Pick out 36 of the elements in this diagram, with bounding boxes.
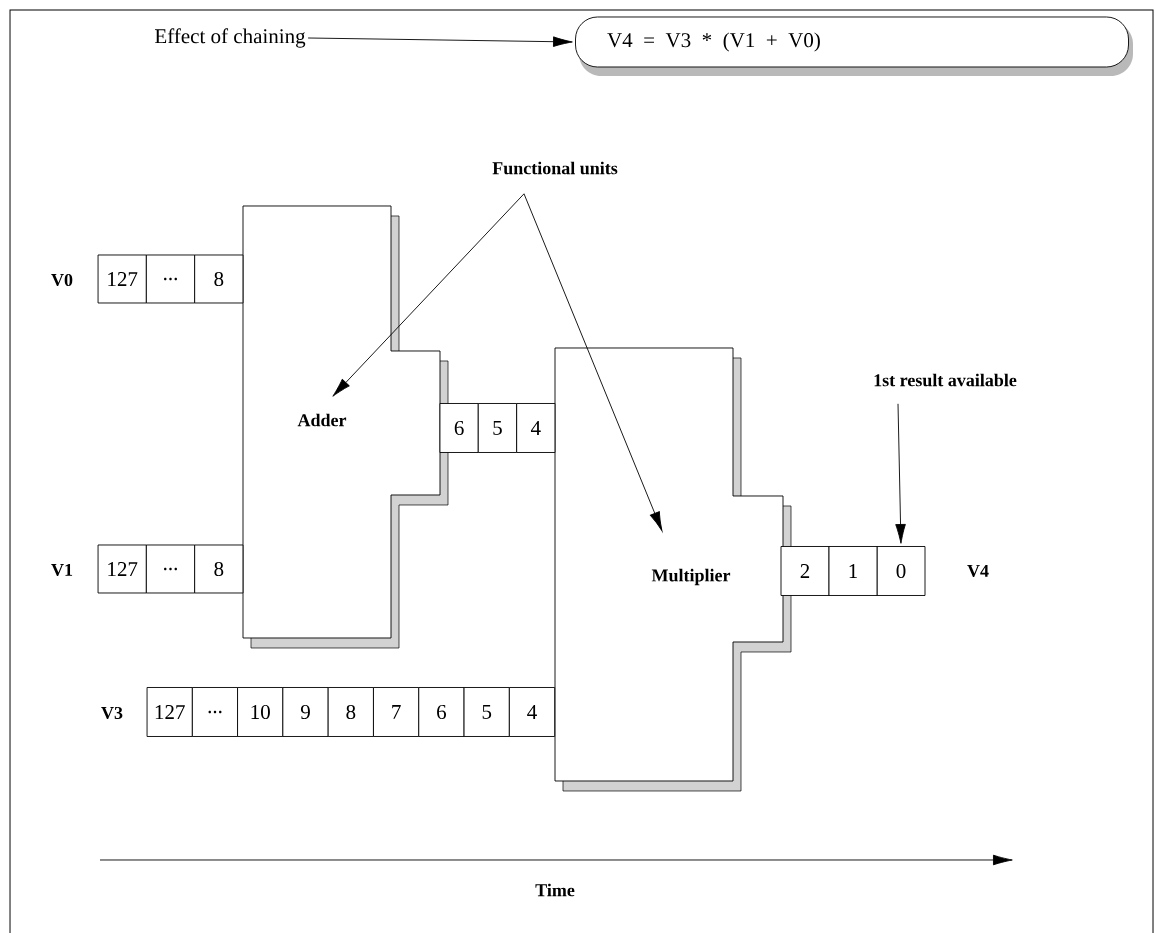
register-cell: 4 xyxy=(508,687,556,737)
register-cell: 1 xyxy=(828,546,878,596)
arrow xyxy=(523,193,663,532)
caption-text: Effect of chaining xyxy=(155,28,306,48)
register-cell: ... xyxy=(191,687,239,737)
register-cell: 9 xyxy=(282,687,329,737)
register-label: V4 xyxy=(967,564,989,578)
register-label: V1 xyxy=(51,563,73,577)
arrow xyxy=(332,193,525,397)
register-cell: 2 xyxy=(780,546,830,596)
register-cell: 8 xyxy=(194,544,244,594)
register-cell: 8 xyxy=(194,254,244,304)
unit-name: Multiplier xyxy=(651,568,731,586)
formula-box: V4 = V3 * (V1 + V0) xyxy=(575,16,1133,76)
register-label: V0 xyxy=(51,273,73,287)
arrow xyxy=(895,403,906,544)
register-cell: 4 xyxy=(516,403,556,453)
arrow xyxy=(307,36,573,47)
register-cell: 6 xyxy=(439,403,479,453)
register-cell: 127 xyxy=(97,254,147,304)
register-cell: 10 xyxy=(237,687,284,737)
unit-name: Adder xyxy=(297,413,347,427)
register-cell: 8 xyxy=(327,687,374,737)
axis-label: Time xyxy=(535,883,575,897)
callout-text: Functional units xyxy=(492,161,618,175)
register-cell: 127 xyxy=(97,544,147,594)
callout-text: 1st result available xyxy=(874,373,1017,387)
register-cell: 5 xyxy=(463,687,510,737)
register-cell: ... xyxy=(145,254,196,304)
register-cell: 127 xyxy=(146,687,193,737)
register-cell: 5 xyxy=(477,403,517,453)
register-cell: 0 xyxy=(876,546,926,596)
register-label: V3 xyxy=(101,706,123,720)
register-cell: 7 xyxy=(373,687,420,737)
register-cell: ... xyxy=(145,544,196,594)
register-cell: 6 xyxy=(418,687,465,737)
